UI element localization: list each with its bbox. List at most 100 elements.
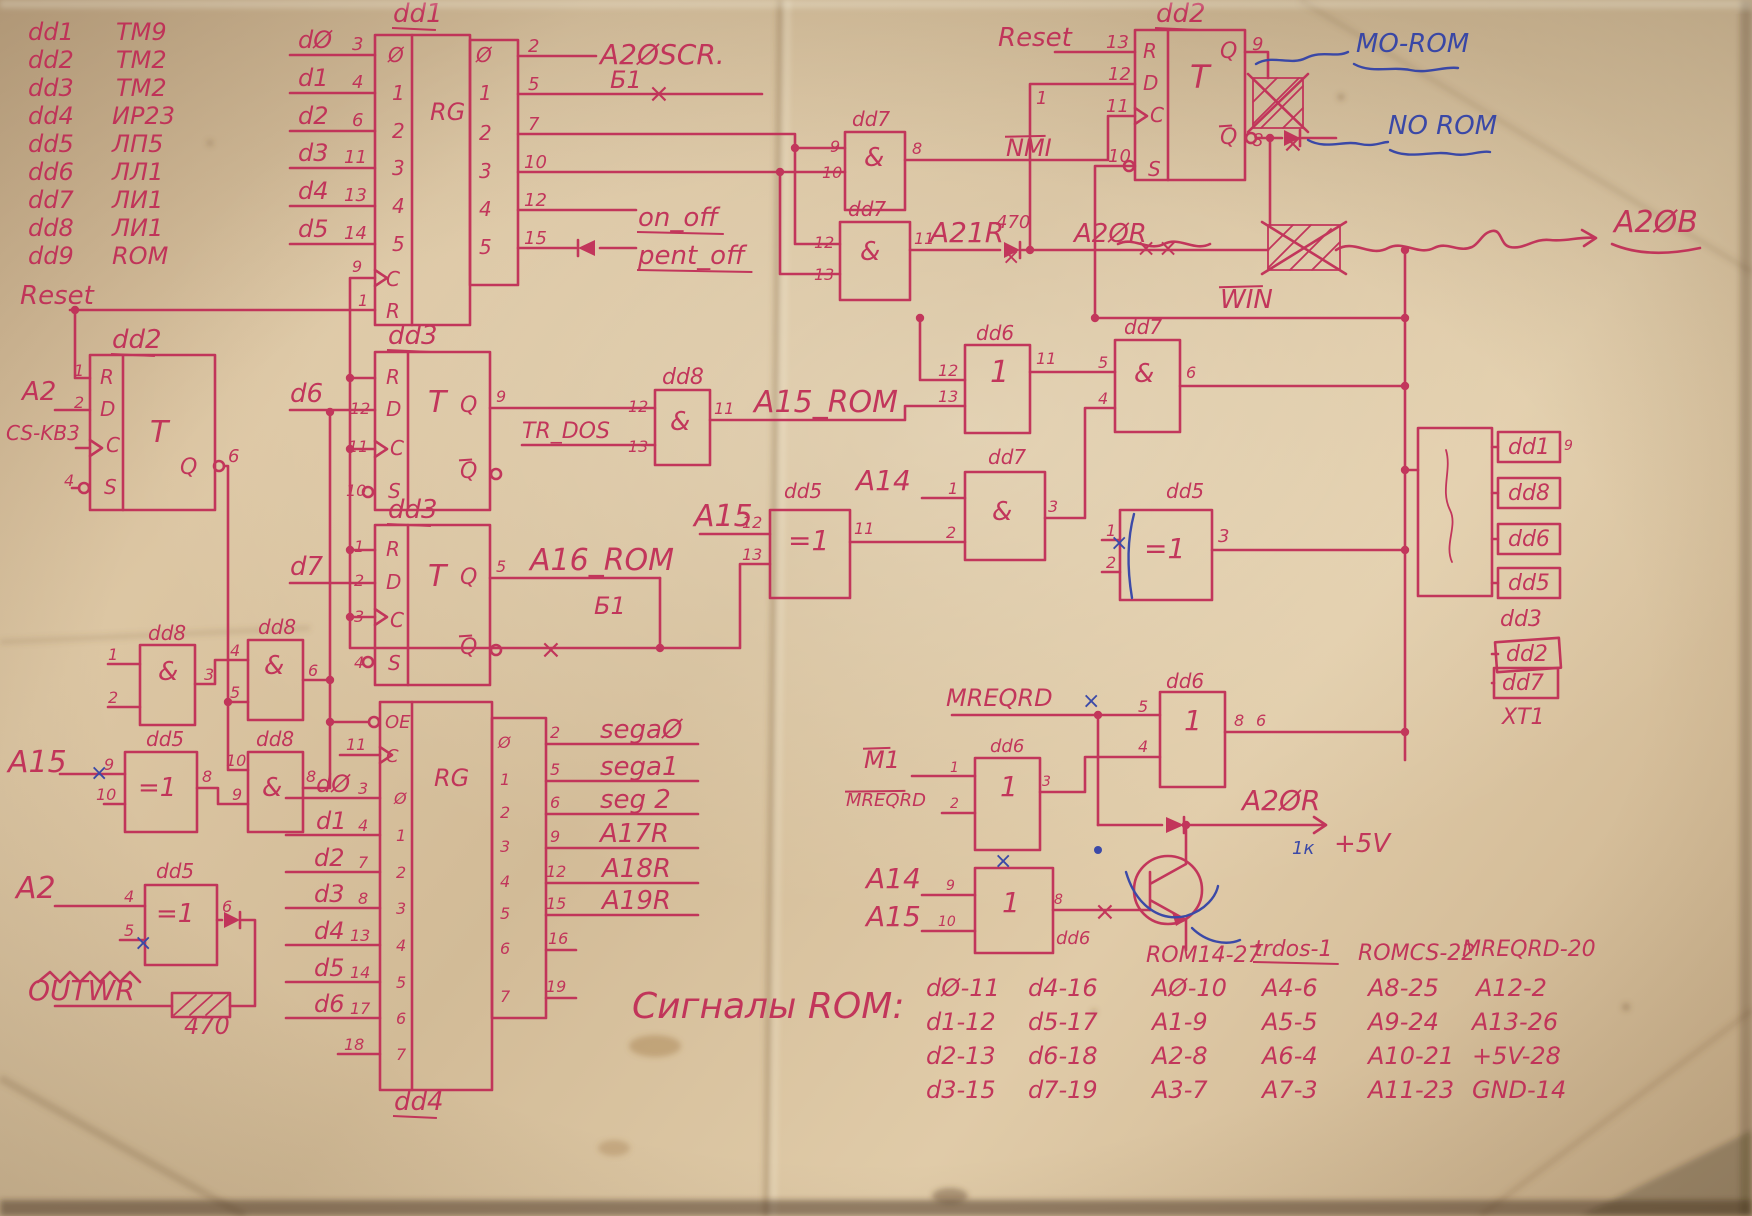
dd4-label: A18R <box>600 854 671 884</box>
dd3_b-label: Q <box>460 635 477 660</box>
rom_gates-label: dd6 <box>1166 669 1204 693</box>
dd2_left-label: dd2 <box>112 325 162 355</box>
dd4-label: 6 <box>550 793 560 812</box>
gates_top-label: 12 <box>938 361 958 380</box>
gates_top-label: & <box>1134 359 1154 389</box>
dd4-label: 7 <box>358 853 369 872</box>
dd4-label: C <box>386 746 399 767</box>
xor_row-label: 3 <box>1048 497 1058 516</box>
ref-box-dd7 <box>1492 666 1560 700</box>
dd7c-gate <box>1113 338 1182 434</box>
dd6-or-gate-c <box>973 866 1055 955</box>
dd4-label: 19 <box>546 977 566 996</box>
dd1-label: 15 <box>524 228 547 249</box>
legend-label: dd9 <box>28 242 74 270</box>
dd8-2-gate <box>246 638 305 722</box>
dd3_b-label: dd3 <box>388 495 438 525</box>
dd4-label: seg 2 <box>600 785 671 815</box>
dd4-label: OE <box>385 712 411 733</box>
left_cluster-label: 5 <box>230 683 240 702</box>
dd8_mid-label: TR_DOS <box>522 419 610 444</box>
legend-label: dd7 <box>28 186 74 214</box>
dd3a-box <box>373 350 492 512</box>
q-bar-diode <box>1284 130 1300 146</box>
cross-out-2 <box>1260 220 1348 276</box>
xor_row-label: dd7 <box>988 445 1026 469</box>
gates_top-label: & <box>864 143 884 173</box>
dd2_top-label: Q <box>1220 39 1237 64</box>
wires-a15rom <box>708 404 967 422</box>
dd3_b-label: 3 <box>354 607 364 626</box>
ref-box-dd6 <box>1496 522 1562 556</box>
clock-marks <box>88 106 1149 765</box>
dd1-underline <box>636 231 724 235</box>
dd4-label: 8 <box>358 889 368 908</box>
rom_gates-label: × <box>1082 689 1100 714</box>
wires-clock-reset-net <box>348 276 772 650</box>
dd1-label: RG <box>430 98 465 126</box>
right_column-label: dd7 <box>1502 671 1544 696</box>
dd2_left-underline <box>110 353 155 357</box>
rom_gates-label: 10 <box>938 914 956 930</box>
xor_row-label: & <box>992 497 1012 527</box>
dd2_left-label: R <box>100 365 114 389</box>
dd1-label: 2 <box>392 119 405 143</box>
xor_row-label: 13 <box>742 545 762 564</box>
rom_gates-label: MREQRD <box>846 790 926 811</box>
legend-label: ТМ2 <box>116 74 167 102</box>
dd3_a-label: T <box>428 385 449 420</box>
rom_gates-label: dd6 <box>1056 928 1090 949</box>
rom_gates-label: 5 <box>1138 697 1148 716</box>
rom_table-label: A12-2 <box>1474 974 1547 1002</box>
left_cluster-label: & <box>264 651 284 681</box>
ref-box-dd1 <box>1496 430 1562 464</box>
blue-scribble-transistor <box>1124 870 1220 919</box>
dd3_a-label: S <box>388 479 401 503</box>
top_right-label: × <box>1282 129 1304 159</box>
dd2_top-label: C <box>1150 103 1164 127</box>
rom_gates-label: 4 <box>1138 737 1148 756</box>
dd5_a2-label: =1 <box>156 899 194 929</box>
blue-wave-no-rom-lead <box>1306 138 1390 147</box>
dd2_top-label: 10 <box>1108 146 1131 167</box>
xor_row-label: A15 <box>692 499 753 534</box>
legend-label: dd3 <box>28 74 74 102</box>
dd3_a-label: 10 <box>346 481 366 500</box>
gates_top-label: 5 <box>1098 353 1108 372</box>
top_right-label: NO ROM <box>1388 111 1497 141</box>
rom_table-label: d7-19 <box>1028 1076 1098 1104</box>
dd1-label: 4 <box>479 197 492 221</box>
legend-label: dd8 <box>28 214 74 242</box>
top_right-label: A21R <box>928 216 1004 249</box>
dd1-label: d4 <box>298 177 329 205</box>
dd2_left-label: 2 <box>74 393 84 412</box>
dd5_a2-label: × <box>134 931 152 956</box>
dd2_top-label: 11 <box>1106 96 1129 117</box>
dd1-label: 5 <box>528 74 539 95</box>
dd1-label: 4 <box>352 72 363 93</box>
dd1-label: Ø <box>475 43 493 67</box>
gates_top-label: 9 <box>830 137 840 156</box>
dd3_b-label: 5 <box>496 557 506 576</box>
rom_gates-label: A14 <box>864 862 921 895</box>
left_cluster-label: 9 <box>232 785 242 804</box>
right_column-label: XT1 <box>1501 705 1545 730</box>
dd3_b-label: Q <box>460 565 477 590</box>
dd3_b-underline <box>386 523 431 527</box>
dd2_top-label: 8 <box>1252 130 1263 151</box>
cross-out-1 <box>1246 72 1310 134</box>
dd2_left-label: 1 <box>74 361 84 380</box>
legend-label: ТМ9 <box>116 18 167 46</box>
dd4-label: 2 <box>500 803 510 822</box>
xor_row-label: =1 <box>788 524 829 557</box>
left_cluster-label: A15 <box>6 745 67 780</box>
dd1-label: 3 <box>479 159 492 183</box>
left_cluster-label: 4 <box>230 641 240 660</box>
left_cluster-label: dd8 <box>258 615 296 639</box>
top_right-label: A2ØB <box>1612 205 1698 240</box>
wires-dd1-outputs <box>516 54 847 276</box>
rom_gates-label: × <box>1094 897 1116 927</box>
dd3_b-label: C <box>390 608 404 632</box>
dd2_top-label: T <box>1190 58 1212 96</box>
right_column-label: dd3 <box>1500 607 1542 632</box>
